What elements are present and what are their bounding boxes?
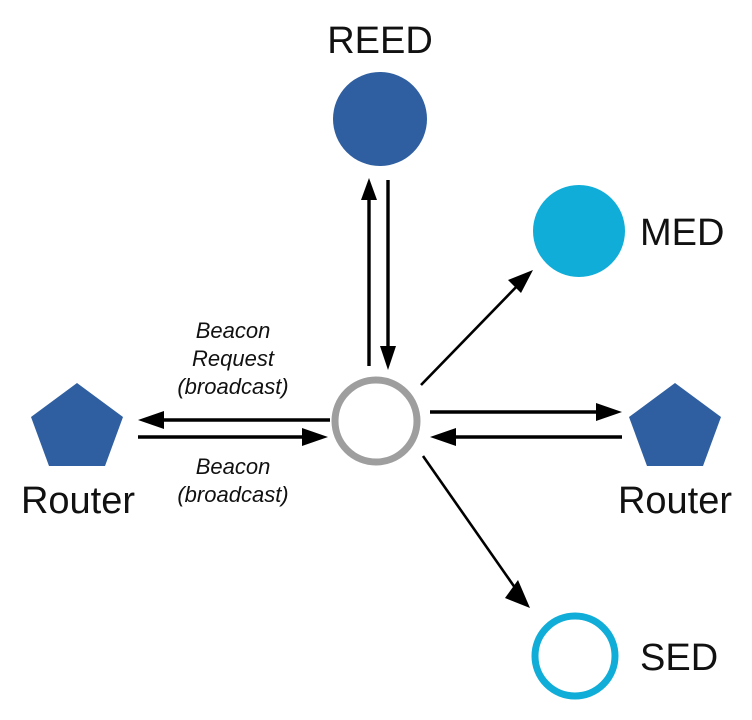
beacon-request-line-2: Request bbox=[192, 346, 275, 371]
arrow-head-left-icon bbox=[430, 428, 456, 446]
node-med[interactable]: MED bbox=[533, 185, 724, 277]
arrow-head-down-icon bbox=[380, 346, 396, 370]
center-circle-icon[interactable] bbox=[331, 376, 421, 466]
node-label-sed: SED bbox=[640, 637, 718, 679]
node-label-router-right: Router bbox=[618, 480, 732, 522]
med-circle-icon[interactable] bbox=[533, 185, 625, 277]
edge-reed-to-center-down bbox=[380, 180, 396, 370]
edge-center-to-reed-up bbox=[361, 178, 377, 366]
node-label-med: MED bbox=[640, 212, 724, 254]
edge-center-to-router-right bbox=[430, 403, 622, 421]
arrow-head-up-right-icon bbox=[508, 270, 533, 293]
edge-label-beacon-request: Beacon Request (broadcast) bbox=[177, 318, 288, 399]
node-sed[interactable]: SED bbox=[531, 612, 718, 700]
beacon-request-line-1: Beacon bbox=[196, 318, 271, 343]
edge-router-left-to-center bbox=[138, 428, 328, 446]
edge-center-to-med bbox=[420, 270, 533, 386]
sed-circle-icon[interactable] bbox=[531, 612, 619, 700]
arrow-head-up-icon bbox=[361, 178, 377, 200]
edge-center-to-sed bbox=[421, 455, 530, 608]
arrow-head-left-icon bbox=[138, 411, 164, 429]
edge-label-beacon: Beacon (broadcast) bbox=[177, 454, 288, 507]
arrow-head-down-right-icon bbox=[505, 580, 530, 608]
arrow-head-right-icon bbox=[302, 428, 328, 446]
router-left-pentagon-icon[interactable] bbox=[31, 383, 123, 466]
edge-router-right-to-center bbox=[430, 428, 622, 446]
reed-circle-icon[interactable] bbox=[333, 72, 427, 166]
beacon-line-2: (broadcast) bbox=[177, 482, 288, 507]
node-center[interactable] bbox=[331, 376, 421, 466]
arrow-head-right-icon bbox=[596, 403, 622, 421]
router-right-pentagon-icon[interactable] bbox=[629, 383, 721, 466]
node-label-reed: REED bbox=[327, 20, 433, 62]
node-router-right[interactable]: Router bbox=[618, 383, 732, 522]
node-reed[interactable]: REED bbox=[327, 20, 433, 166]
beacon-request-line-3: (broadcast) bbox=[177, 374, 288, 399]
beacon-line-1: Beacon bbox=[196, 454, 271, 479]
edge-center-to-router-left bbox=[138, 411, 330, 429]
node-router-left[interactable]: Router bbox=[21, 383, 135, 522]
node-label-router-left: Router bbox=[21, 480, 135, 522]
